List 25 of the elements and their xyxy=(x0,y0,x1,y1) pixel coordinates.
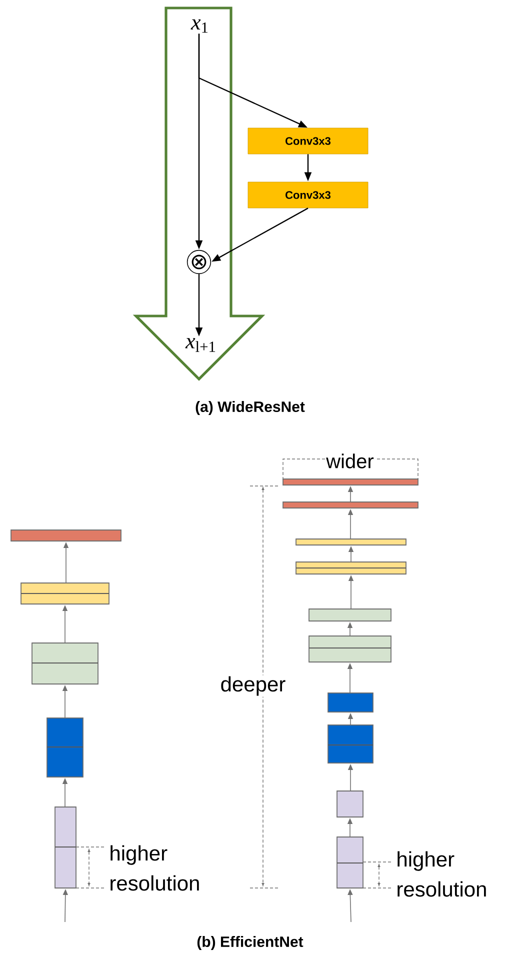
layer-block xyxy=(336,790,364,818)
conv-box: Conv3x3 xyxy=(248,128,368,154)
layer-block xyxy=(296,562,406,574)
output-label: x$_{l+1}$ xyxy=(185,338,216,352)
layer-block xyxy=(296,538,406,546)
caption: (a) WideResNet xyxy=(196,401,305,415)
dimension-label: higher resolution xyxy=(110,845,199,891)
layer-block xyxy=(328,724,374,764)
layer-block xyxy=(282,502,418,508)
layer-block xyxy=(20,582,110,604)
layer-block xyxy=(10,530,122,542)
dimension-label: higher resolution xyxy=(398,851,486,897)
caption: (b) EfficientNet xyxy=(197,936,304,950)
dimension-label: wider xyxy=(325,452,375,470)
layer-block xyxy=(54,806,76,888)
layer-block xyxy=(32,642,98,684)
layer-block xyxy=(282,478,418,486)
x1-label: x$_{1}$ xyxy=(190,19,208,33)
dimension-label: deeper xyxy=(219,675,287,697)
layer-block xyxy=(328,692,374,712)
layer-block xyxy=(308,636,392,662)
layer-block xyxy=(46,718,84,778)
conv-box: Conv3x3 xyxy=(248,182,368,208)
layer-block xyxy=(336,836,364,888)
layer-block xyxy=(308,608,392,622)
